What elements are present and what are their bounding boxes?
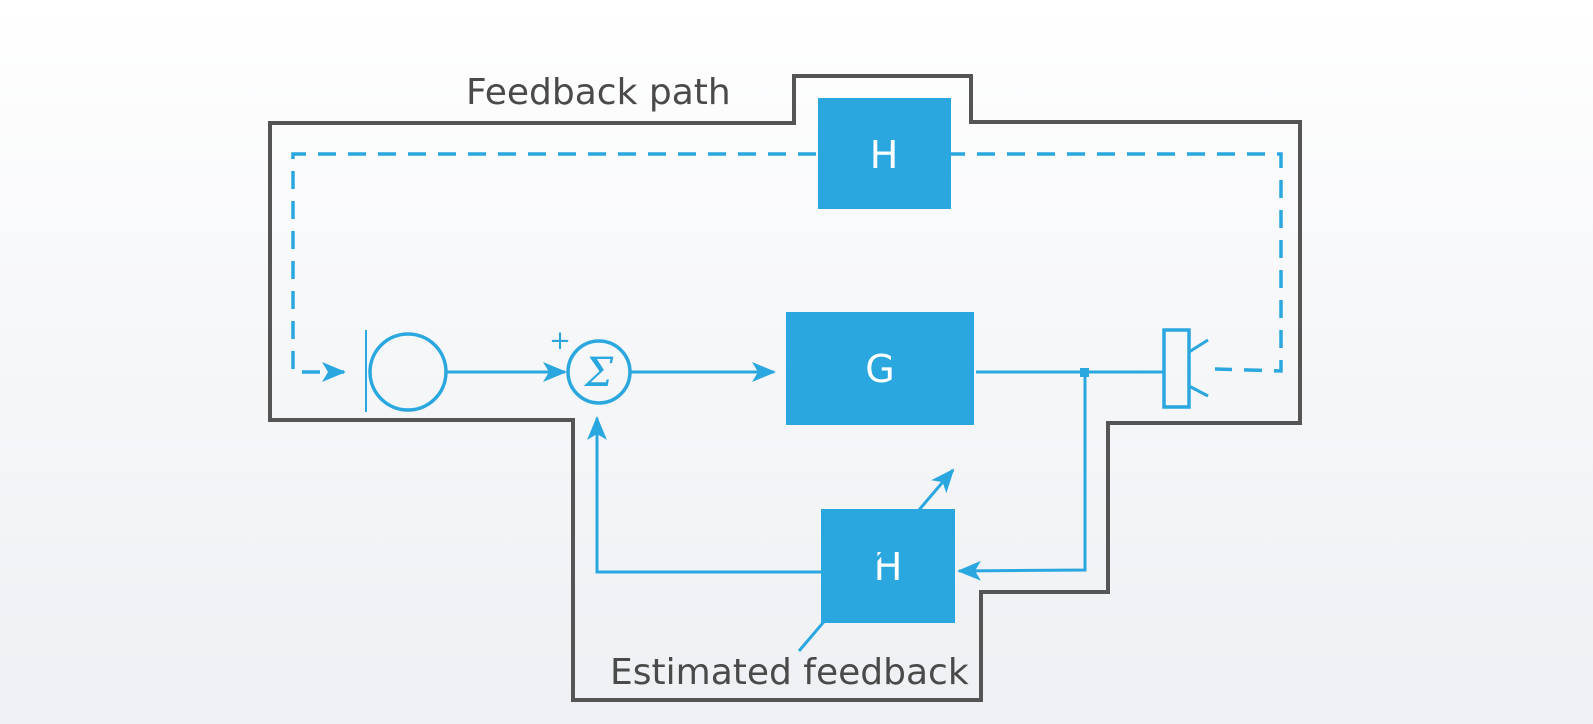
summer-sigma: Σ <box>583 350 614 396</box>
dashed-feedback-path-left <box>291 152 816 382</box>
adaptive-arrow <box>797 468 955 652</box>
junction-node <box>1080 368 1089 377</box>
estimated-feedback-label: Estimated feedback <box>610 652 969 693</box>
enclosure-outline <box>268 74 1302 702</box>
h-estimate-block-label: H <box>874 545 903 589</box>
microphone-icon <box>368 332 448 412</box>
dashed-feedback-path <box>947 152 1283 373</box>
h-feedback-block-label: H <box>870 133 899 177</box>
h-feedback-block[interactable] <box>818 98 951 209</box>
h-estimate-block[interactable] <box>821 509 955 623</box>
loudspeaker-icon <box>1162 328 1191 409</box>
g-block-label: G <box>865 347 894 391</box>
speaker-ray-top <box>1188 338 1209 354</box>
signal-node-to-h-est <box>957 377 1087 581</box>
signal-h-est-to-sum <box>587 416 821 574</box>
feedback-path-label: Feedback path <box>466 72 731 113</box>
g-block[interactable] <box>786 312 974 425</box>
speaker-ray-bottom <box>1188 384 1209 398</box>
summer-plus-sign: + <box>549 326 571 356</box>
